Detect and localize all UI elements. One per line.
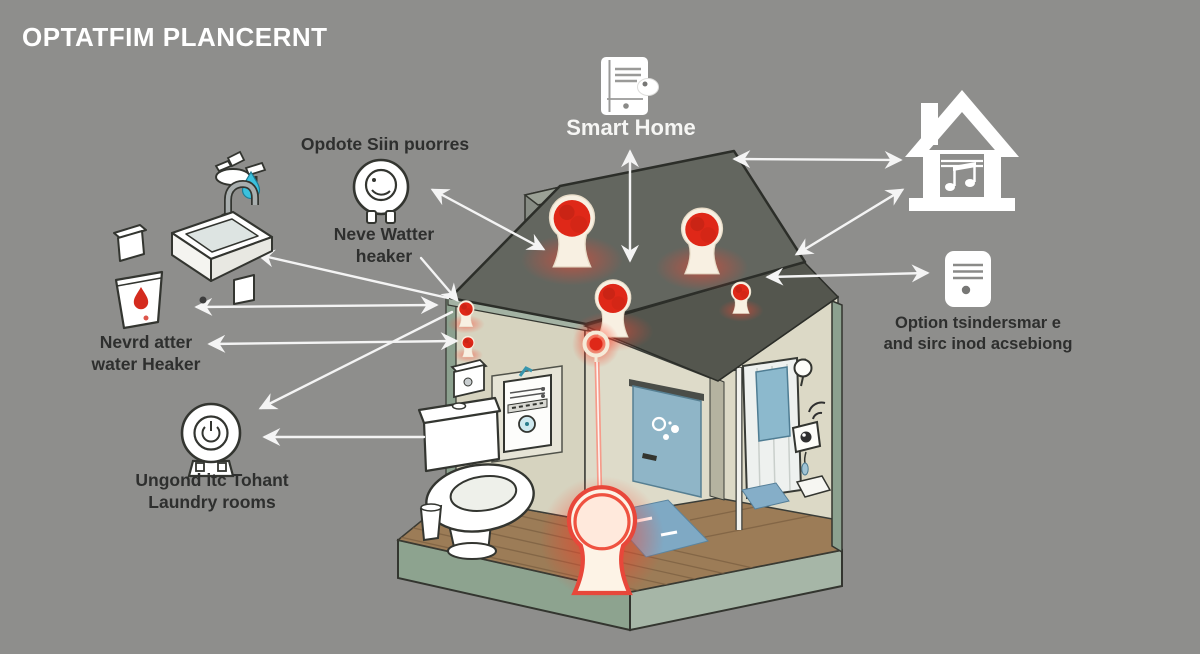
house-cutaway xyxy=(396,149,843,632)
room-divider-edge xyxy=(709,375,725,501)
label-alerts: Option tsindersmar e and sirc inod acseb… xyxy=(883,314,1073,353)
shower-head xyxy=(793,358,813,378)
towel xyxy=(755,366,791,442)
label-laundry: Ungond itc Tohant Laundry rooms xyxy=(135,470,289,512)
arrow-sensor-to-washer xyxy=(258,310,454,410)
arrows xyxy=(194,149,930,446)
right-corner-post xyxy=(831,299,843,554)
label-smart-home: Smart Home xyxy=(566,115,696,140)
water-heater xyxy=(491,365,563,463)
curtain-bottom xyxy=(795,475,832,498)
door-molecule-icon xyxy=(651,416,679,440)
bathroom-door xyxy=(629,379,704,498)
arrow-roof-to-house-icon xyxy=(732,150,903,169)
sink-icon xyxy=(170,180,274,305)
music-note-icon xyxy=(945,162,976,191)
leaking-bin-icon xyxy=(114,270,164,330)
music-house-icon xyxy=(905,90,1019,211)
smart-hub-icon xyxy=(601,57,659,115)
page-title: OPTATFIM PLANCERNT xyxy=(22,22,328,52)
sensor-ceiling xyxy=(572,320,620,368)
shower-mat xyxy=(741,482,790,510)
arrow-bin-to-sensor xyxy=(194,296,439,316)
door-handle xyxy=(642,453,657,461)
arrow-roof-to-speaker xyxy=(765,264,930,286)
arrow-label-to-sensor xyxy=(419,256,459,303)
water-sensor-icon xyxy=(352,158,410,224)
leak-drop-icon xyxy=(133,287,149,310)
label-near-heater: Nevrd atter water Heaker xyxy=(91,332,201,374)
shower-wall-device xyxy=(791,401,826,476)
wall-box xyxy=(450,359,488,399)
dot-marker xyxy=(199,296,207,304)
cup xyxy=(419,503,443,542)
arrow-roof-to-house-icon-2 xyxy=(794,188,905,256)
sensor-floor xyxy=(540,476,664,600)
washing-machine-icon xyxy=(180,402,242,478)
shower xyxy=(730,356,832,530)
label-water-heater: Neve Watter heaker xyxy=(333,224,435,266)
arrow-heater-label-to-sensor xyxy=(207,332,459,353)
toilet xyxy=(417,396,535,560)
smart-speaker-icon xyxy=(945,251,991,307)
arrow-house-to-sink xyxy=(256,249,450,300)
leak-sensors xyxy=(447,194,764,600)
arrow-sensor-to-roof xyxy=(430,188,546,251)
label-sensor-device: Opdote Siin puorres xyxy=(300,134,470,154)
soap-dispenser-icon xyxy=(113,224,147,262)
